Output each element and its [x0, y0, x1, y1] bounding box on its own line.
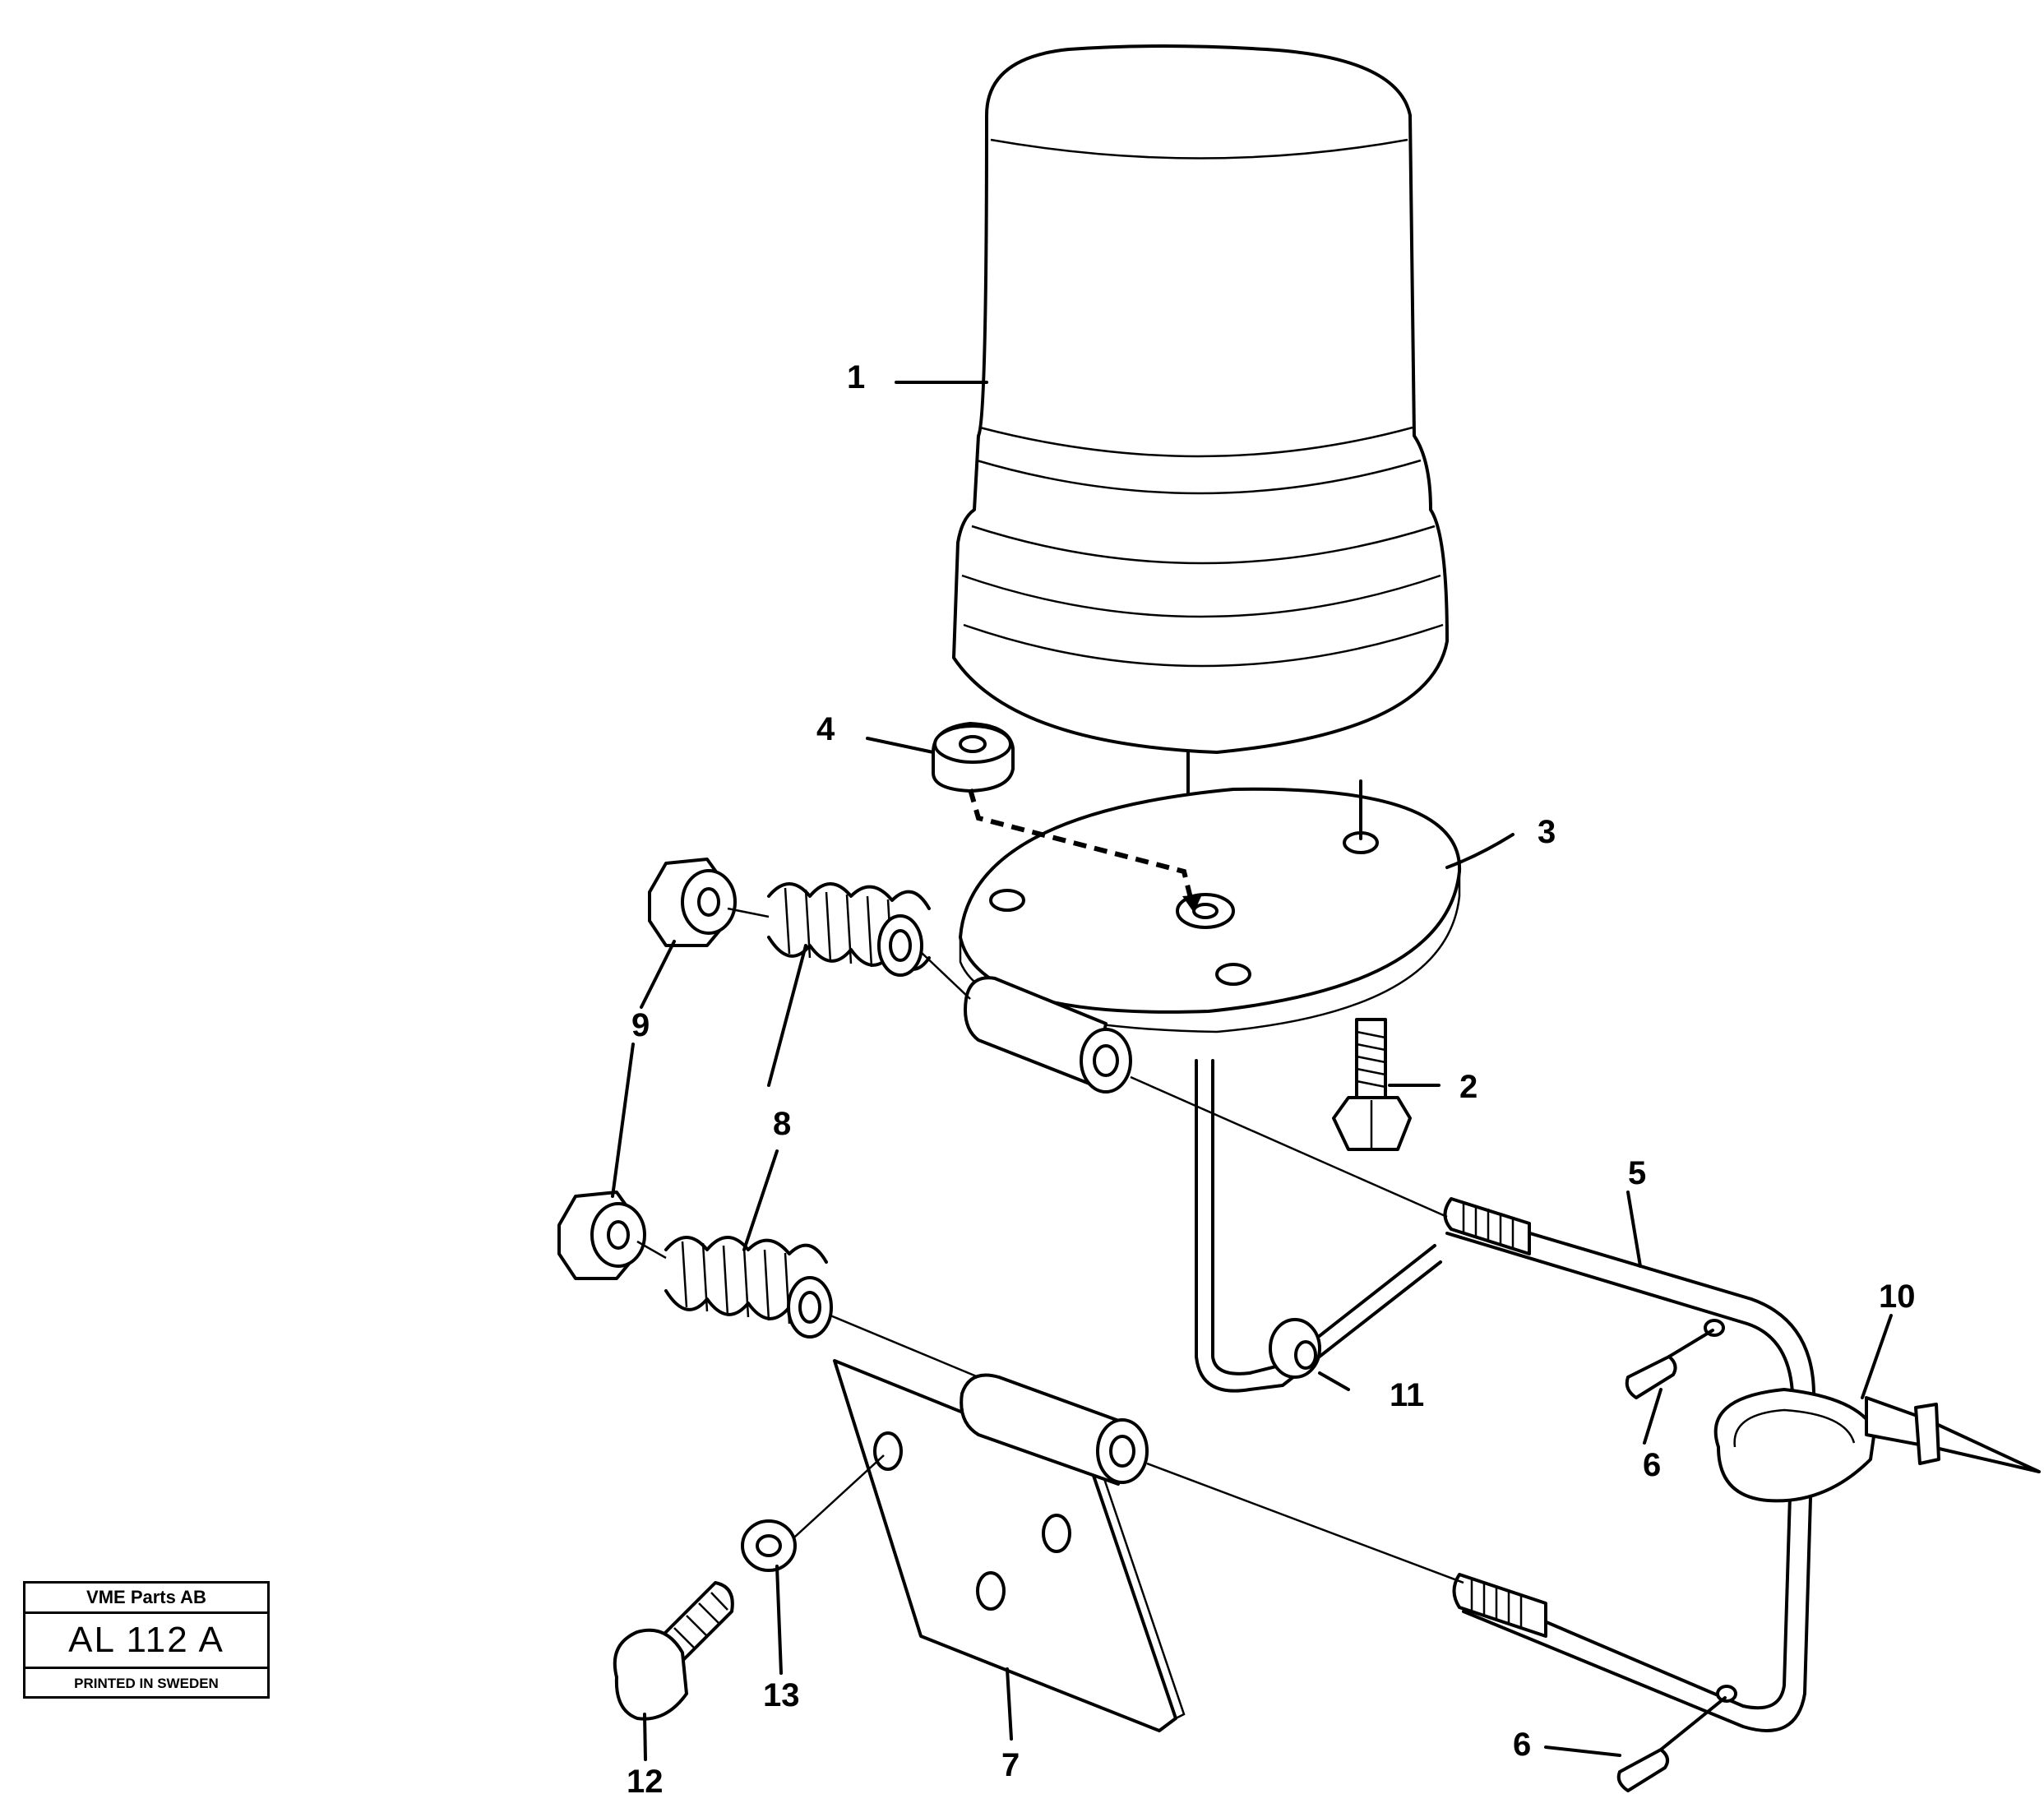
callout-9: 9 — [631, 1007, 650, 1043]
company-name: VME Parts AB — [25, 1584, 267, 1614]
spring-upper — [767, 882, 931, 977]
washer — [741, 1519, 797, 1572]
callout-10: 10 — [1879, 1278, 1916, 1315]
hinge-tube-upper — [964, 976, 1132, 1094]
leader-lines — [611, 381, 1893, 1761]
nut-upper — [648, 858, 737, 947]
drawing-code: AL 112 A — [25, 1614, 267, 1669]
callout-1: 1 — [847, 359, 865, 395]
beacon-lamp — [952, 44, 1449, 898]
cable-tie — [1713, 1388, 2041, 1503]
pin-upper — [1625, 1329, 1714, 1399]
spring-lower — [664, 1236, 833, 1339]
bracket-plate — [784, 1359, 1464, 1732]
callout-4: 4 — [816, 711, 835, 747]
hex-bolt-2 — [1332, 1018, 1412, 1151]
cable — [1195, 1059, 1442, 1393]
callout-7: 7 — [1001, 1747, 1020, 1783]
callouts: 1 2 3 4 5 6 6 7 8 9 10 11 12 13 — [627, 359, 1916, 1794]
pin-lower — [1616, 1696, 1727, 1792]
callout-12: 12 — [627, 1764, 664, 1794]
printed-note: PRINTED IN SWEDEN — [74, 1676, 219, 1691]
callout-3: 3 — [1538, 814, 1556, 850]
cable-grommet — [1269, 1318, 1321, 1379]
nut-lower — [557, 1191, 646, 1280]
callout-13: 13 — [763, 1677, 800, 1713]
callout-2: 2 — [1459, 1069, 1478, 1105]
title-block: VME Parts AB AL 112 A PRINTED IN SWEDEN — [23, 1581, 270, 1699]
callout-8: 8 — [773, 1106, 791, 1142]
hex-bolt-12 — [613, 1581, 734, 1721]
callout-11: 11 — [1390, 1377, 1424, 1413]
grommet — [932, 722, 1202, 913]
callout-6-upper: 6 — [1643, 1447, 1661, 1483]
callout-5: 5 — [1628, 1155, 1646, 1191]
callout-6-lower: 6 — [1513, 1727, 1531, 1763]
